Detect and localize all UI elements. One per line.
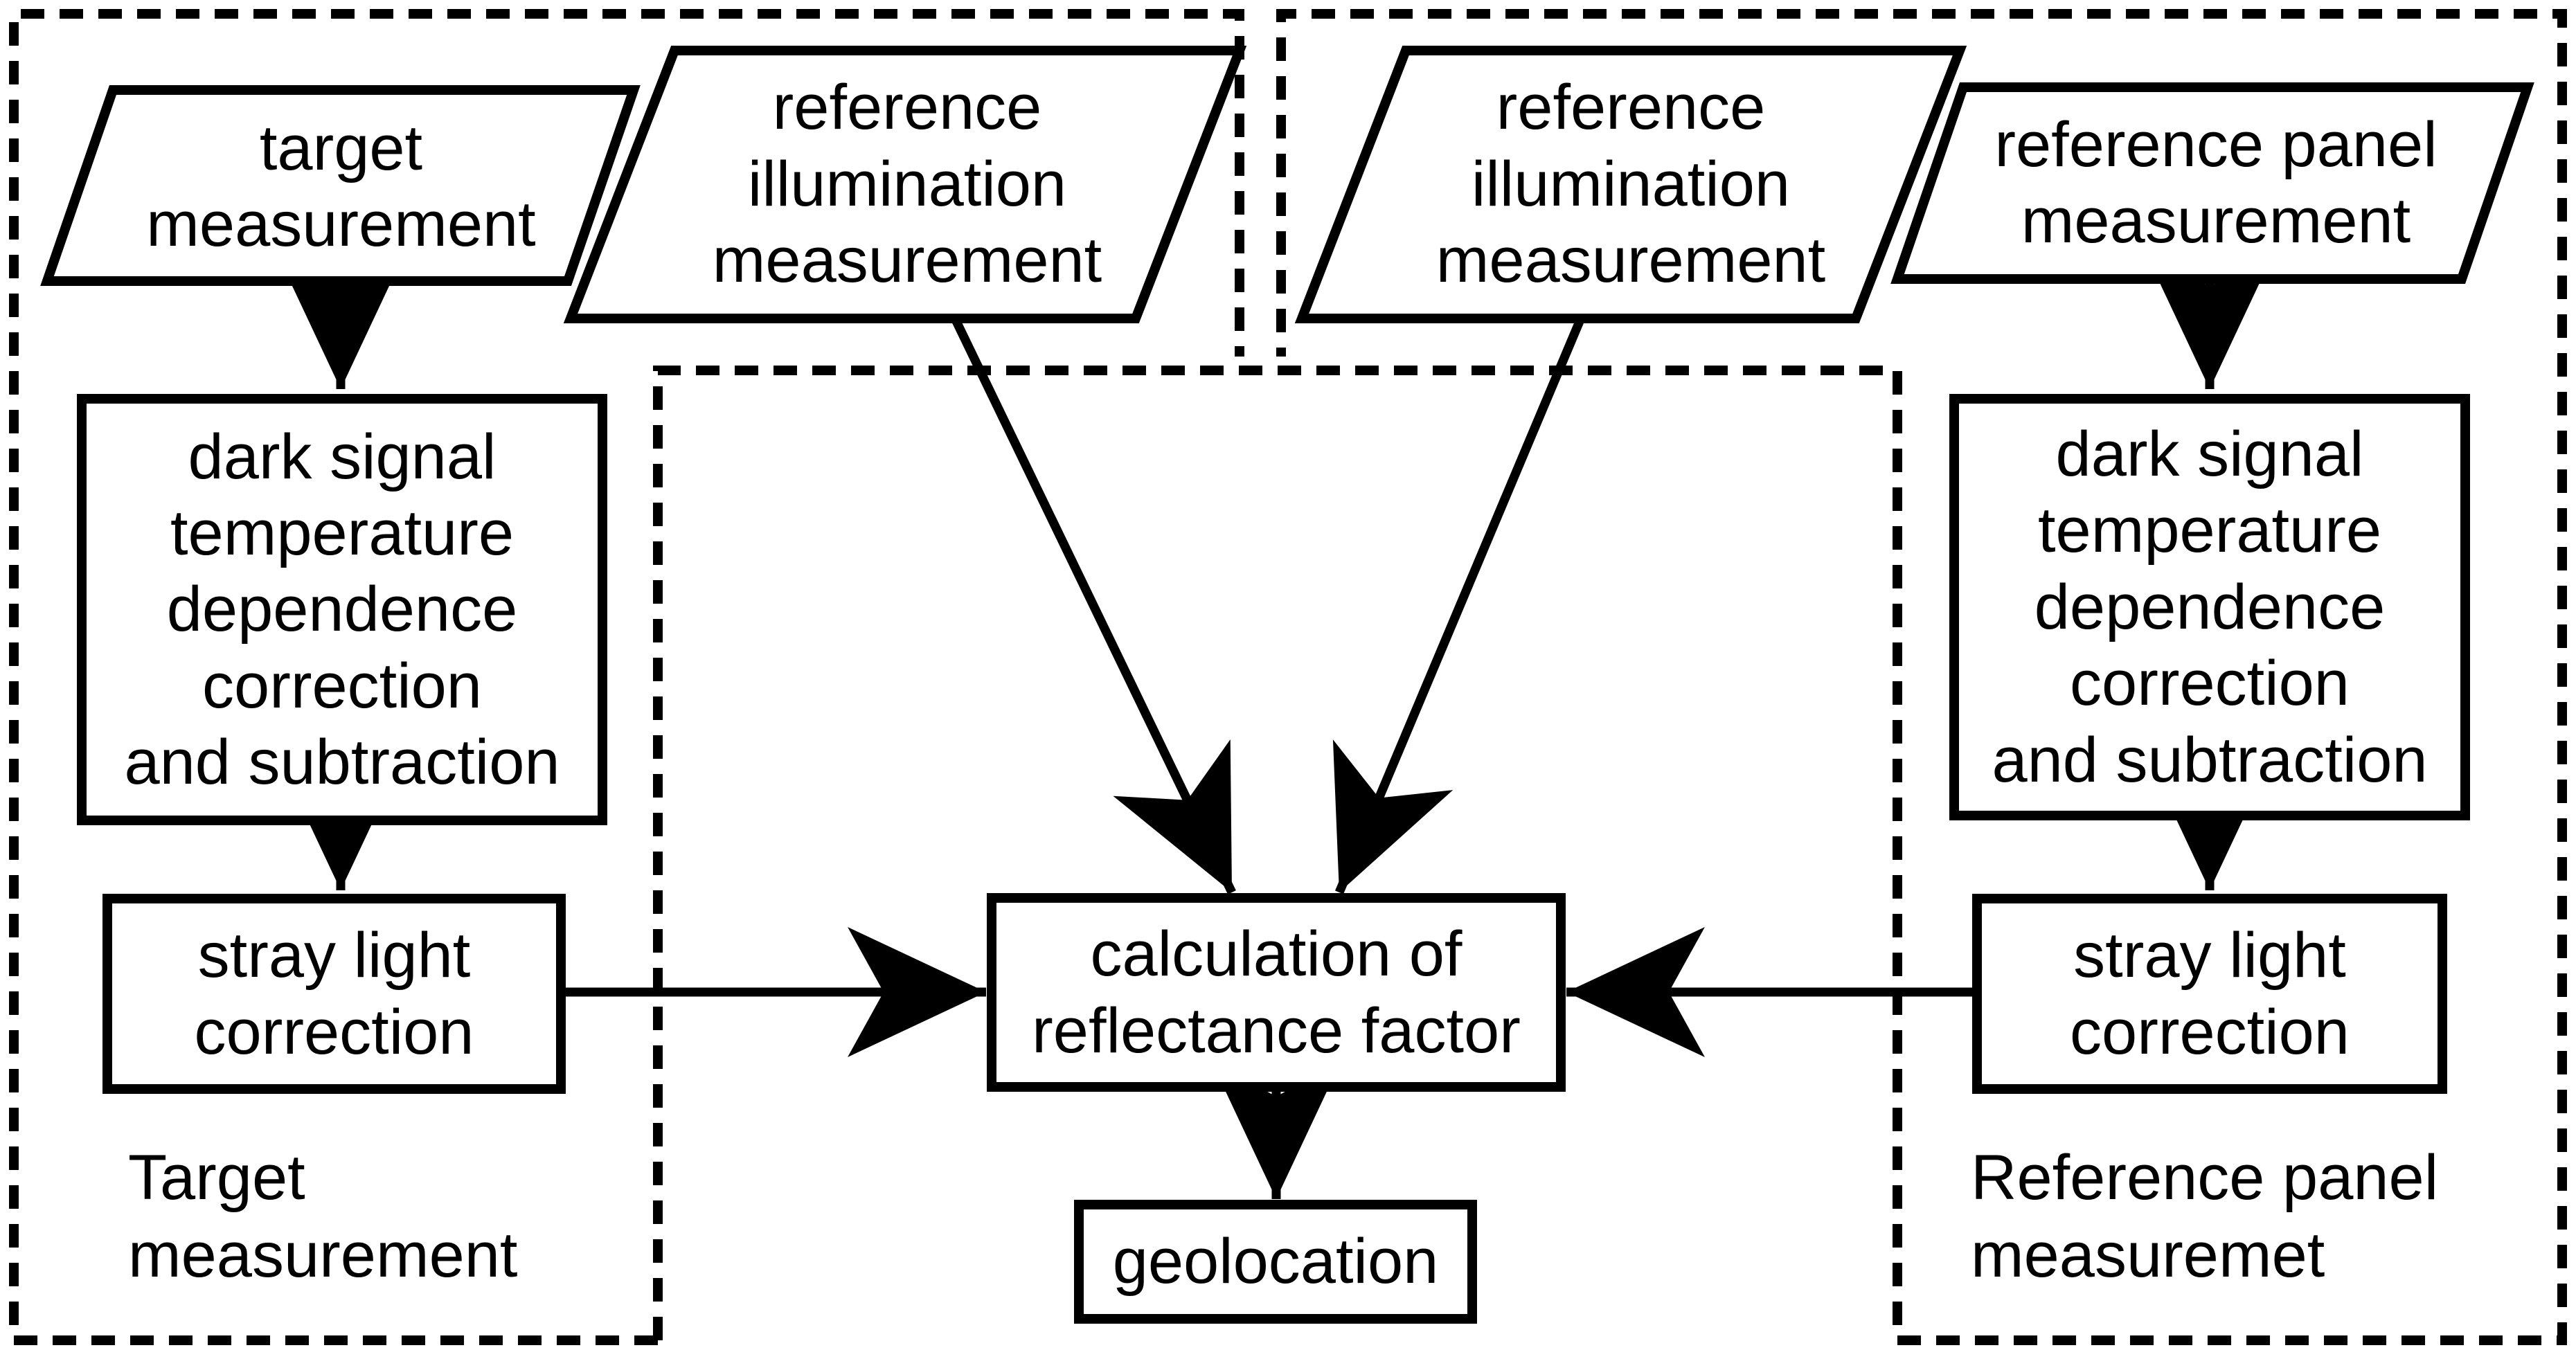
reference-panel-parallelogram (1890, 82, 2534, 284)
calculation-box (987, 893, 1566, 1092)
target-measurement-parallelogram (40, 85, 641, 286)
reference-illumination-left-parallelogram (563, 46, 1247, 323)
reference-panel-group-border (1276, 9, 2567, 1345)
target-measurement-group-border (9, 9, 1244, 1345)
geolocation-box (1074, 1200, 1477, 1324)
arrow-ref-illum-right-to-calculation (1332, 318, 1584, 894)
reference-illumination-right-parallelogram (1294, 46, 1967, 323)
stray-light-left-box (102, 894, 566, 1094)
dark-signal-right-box (1949, 394, 2470, 820)
arrow-ref-illum-left-to-calculation (951, 318, 1236, 894)
dark-signal-left-box (77, 394, 607, 825)
calculation-group-border (653, 366, 1902, 1340)
stray-light-right-box (1972, 894, 2447, 1094)
